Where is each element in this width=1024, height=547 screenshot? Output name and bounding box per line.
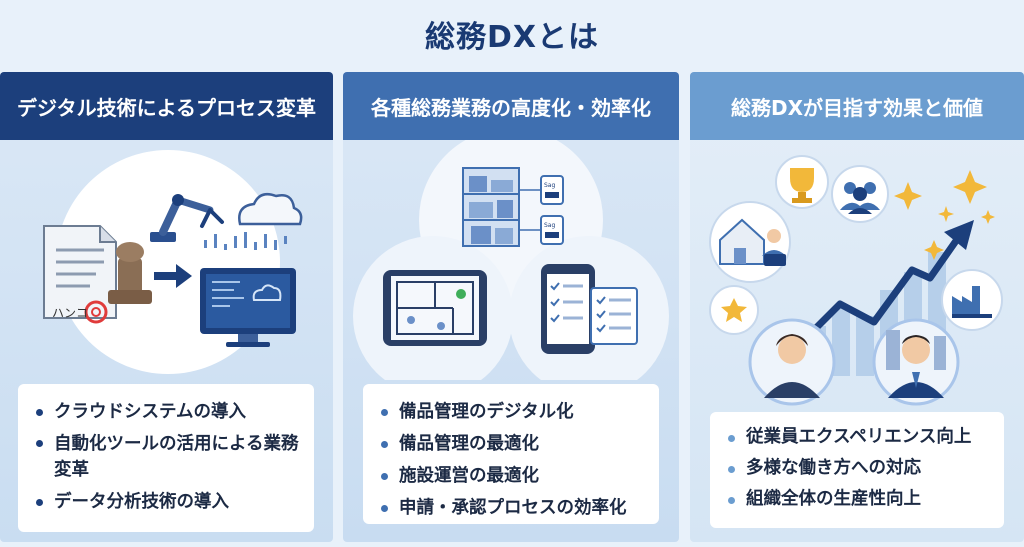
arrow-head-icon bbox=[944, 220, 974, 250]
list-item: 組織全体の生産性向上 bbox=[724, 484, 990, 515]
arrow-right-icon bbox=[154, 264, 192, 288]
cloud-icon bbox=[238, 193, 303, 226]
list-item: 多様な働き方への対応 bbox=[724, 453, 990, 484]
list-item: 施設運営の最適化 bbox=[377, 460, 645, 492]
panel-goals-value: 総務DXが目指す効果と価値 bbox=[690, 72, 1024, 542]
employee-woman-avatar bbox=[748, 318, 836, 406]
tablet-floor-plan-icon bbox=[383, 270, 487, 346]
hanko-stamp-icon bbox=[108, 242, 152, 304]
home-office-icon bbox=[709, 201, 791, 283]
page-title: 総務DXとは bbox=[424, 20, 600, 55]
list-item: データ分析技術の導入 bbox=[32, 486, 300, 518]
process-list: クラウドシステムの導入 自動化ツールの活用による業務変革 データ分析技術の導入 bbox=[18, 384, 314, 532]
data-stream-dots bbox=[204, 232, 287, 250]
employee-man-avatar bbox=[872, 318, 960, 406]
list-item: 備品管理の最適化 bbox=[377, 428, 645, 460]
panel-heading: 総務DXが目指す効果と価値 bbox=[690, 72, 1024, 140]
panel-heading: デジタル技術によるプロセス変革 bbox=[0, 72, 333, 140]
list-item: クラウドシステムの導入 bbox=[32, 396, 300, 428]
storage-shelf-icon bbox=[462, 167, 520, 247]
star-badge-icon bbox=[709, 285, 759, 335]
list-item: 備品管理のデジタル化 bbox=[377, 396, 645, 428]
growth-arrow-line bbox=[791, 235, 961, 353]
hanko-seal-mark: ハンコ bbox=[52, 300, 108, 324]
paper-document-icon bbox=[43, 225, 117, 319]
robot-arm-icon bbox=[150, 194, 224, 242]
value-list: 従業員エクスペリエンス向上 多様な働き方への対応 組織全体の生産性向上 bbox=[710, 412, 1004, 528]
trophy-icon bbox=[775, 155, 829, 209]
computer-monitor-icon bbox=[200, 268, 296, 347]
stamp-label: ハンコ bbox=[52, 306, 88, 320]
list-item: 自動化ツールの活用による業務変革 bbox=[32, 428, 300, 486]
tag-label: Sag bbox=[544, 222, 555, 229]
list-item: 従業員エクスペリエンス向上 bbox=[724, 422, 990, 453]
panel-process-transformation: デジタル技術によるプロセス変革 ハンコ bbox=[0, 72, 333, 542]
operations-list: 備品管理のデジタル化 備品管理の最適化 施設運営の最適化 申請・承認プロセスの効… bbox=[363, 384, 659, 524]
panel-operations-efficiency: 各種総務業務の高度化・効率化 Sag Sag bbox=[343, 72, 679, 542]
digital-process-illustration: ハンコ bbox=[43, 150, 303, 374]
inventory-tag-icon: Sag Sag bbox=[519, 175, 564, 245]
operations-illustration: Sag Sag bbox=[353, 140, 669, 380]
team-group-icon bbox=[831, 165, 889, 223]
value-illustration bbox=[709, 155, 1003, 406]
sparkle-icon bbox=[894, 170, 995, 260]
factory-icon bbox=[941, 269, 1003, 331]
panel-heading: 各種総務業務の高度化・効率化 bbox=[343, 72, 679, 140]
smartphone-checklist-icon bbox=[541, 264, 638, 354]
tag-label: Sag bbox=[544, 182, 555, 189]
list-item: 申請・承認プロセスの効率化 bbox=[377, 492, 645, 524]
